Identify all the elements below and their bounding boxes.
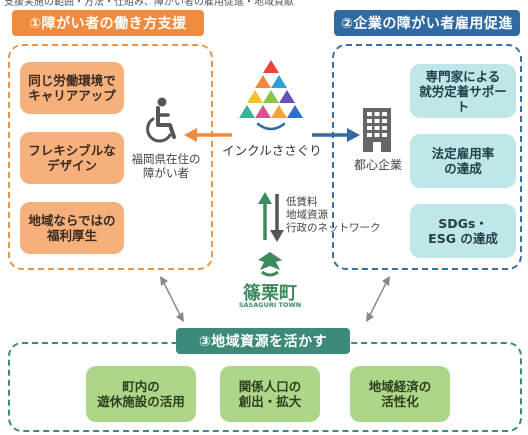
section2-card-2: 法定雇用率 の達成	[410, 134, 516, 188]
section3-card-2: 関係人口の 創出・拡大	[220, 366, 320, 422]
arrow-to-person	[184, 127, 234, 142]
right-double-arrow	[364, 276, 392, 322]
top-cutoff-text: 支援実施の範囲・方法・仕組み、障がい者の雇用促進・地域貢献	[4, 0, 294, 8]
vertical-arrows	[258, 192, 284, 242]
wheelchair-icon	[140, 97, 180, 145]
section1-frame	[8, 44, 213, 270]
section1-card-3: 地域ならではの 福利厚生	[20, 202, 124, 254]
section1-card-2: フレキシブルな デザイン	[20, 132, 124, 184]
building-icon	[360, 106, 394, 152]
section2-card-3: SDGs・ ESG の達成	[410, 204, 516, 258]
town-emblem-icon	[254, 250, 286, 278]
section3-header: ③地域資源を活かす	[176, 328, 350, 354]
company-label: 都心企業	[353, 158, 402, 172]
section2-card-1: 専門家による 就労定着サポート	[410, 64, 516, 118]
left-double-arrow	[158, 276, 186, 322]
arrow-to-company	[312, 127, 360, 142]
section3-card-1: 町内の 遊休施設の活用	[86, 366, 196, 422]
town-sub: SASAGURI TOWN	[238, 301, 302, 309]
section2-frame	[332, 44, 522, 270]
section1-card-1: 同じ労働環境で キャリアアップ	[20, 62, 124, 114]
flow-text: 低賃料 地域資源 行政のネットワーク	[286, 196, 381, 234]
town-name: 篠栗町	[243, 283, 297, 304]
triangle-logo-icon	[236, 56, 306, 136]
section3-card-3: 地域経済の 活性化	[350, 366, 450, 422]
logo-text: インクルささぐり	[222, 143, 322, 158]
section1-header: ①障がい者の働き方支援	[12, 10, 204, 36]
section2-header: ②企業の障がい者雇用促進	[334, 10, 520, 36]
person-label: 福岡県在住の 障がい者	[131, 152, 201, 180]
